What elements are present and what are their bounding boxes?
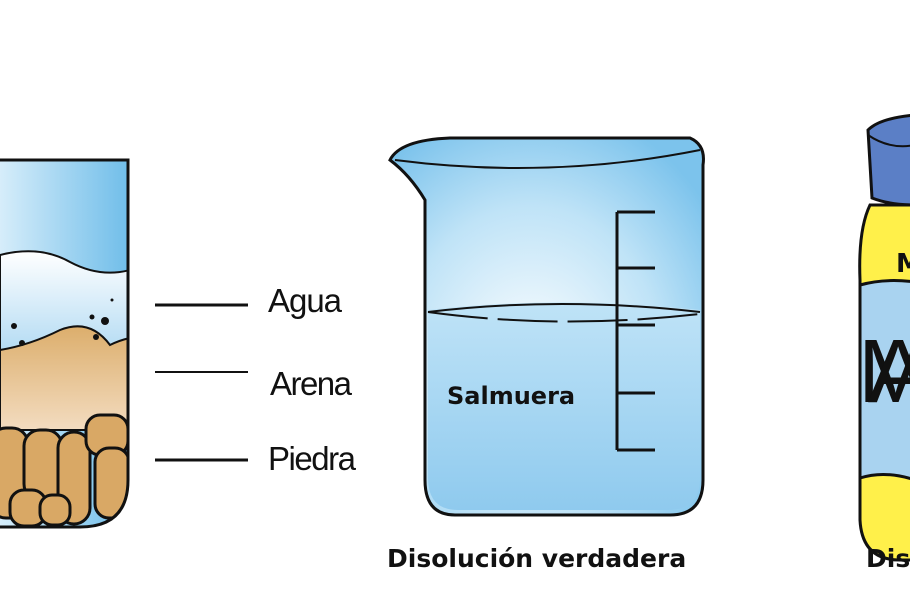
beaker-outline: [0, 158, 130, 529]
measurement-scale: [615, 210, 655, 452]
heterogeneous-mixture-beaker: [0, 160, 128, 527]
jar-label-top: M: [896, 249, 910, 279]
label-agua: Agua: [268, 282, 343, 319]
label-piedra: Piedra: [268, 440, 357, 477]
true-solution-beaker: Salmuera: [388, 136, 705, 517]
label-arena: Arena: [270, 365, 353, 402]
caption-right: Dis: [866, 544, 910, 573]
layer-labels: Agua Arena Piedra: [155, 282, 357, 477]
jar-label-main: MA: [858, 322, 910, 422]
salmuera-label: Salmuera: [447, 382, 575, 410]
jar: M MA: [858, 114, 910, 562]
caption-true-solution: Disolución verdadera: [387, 544, 686, 573]
